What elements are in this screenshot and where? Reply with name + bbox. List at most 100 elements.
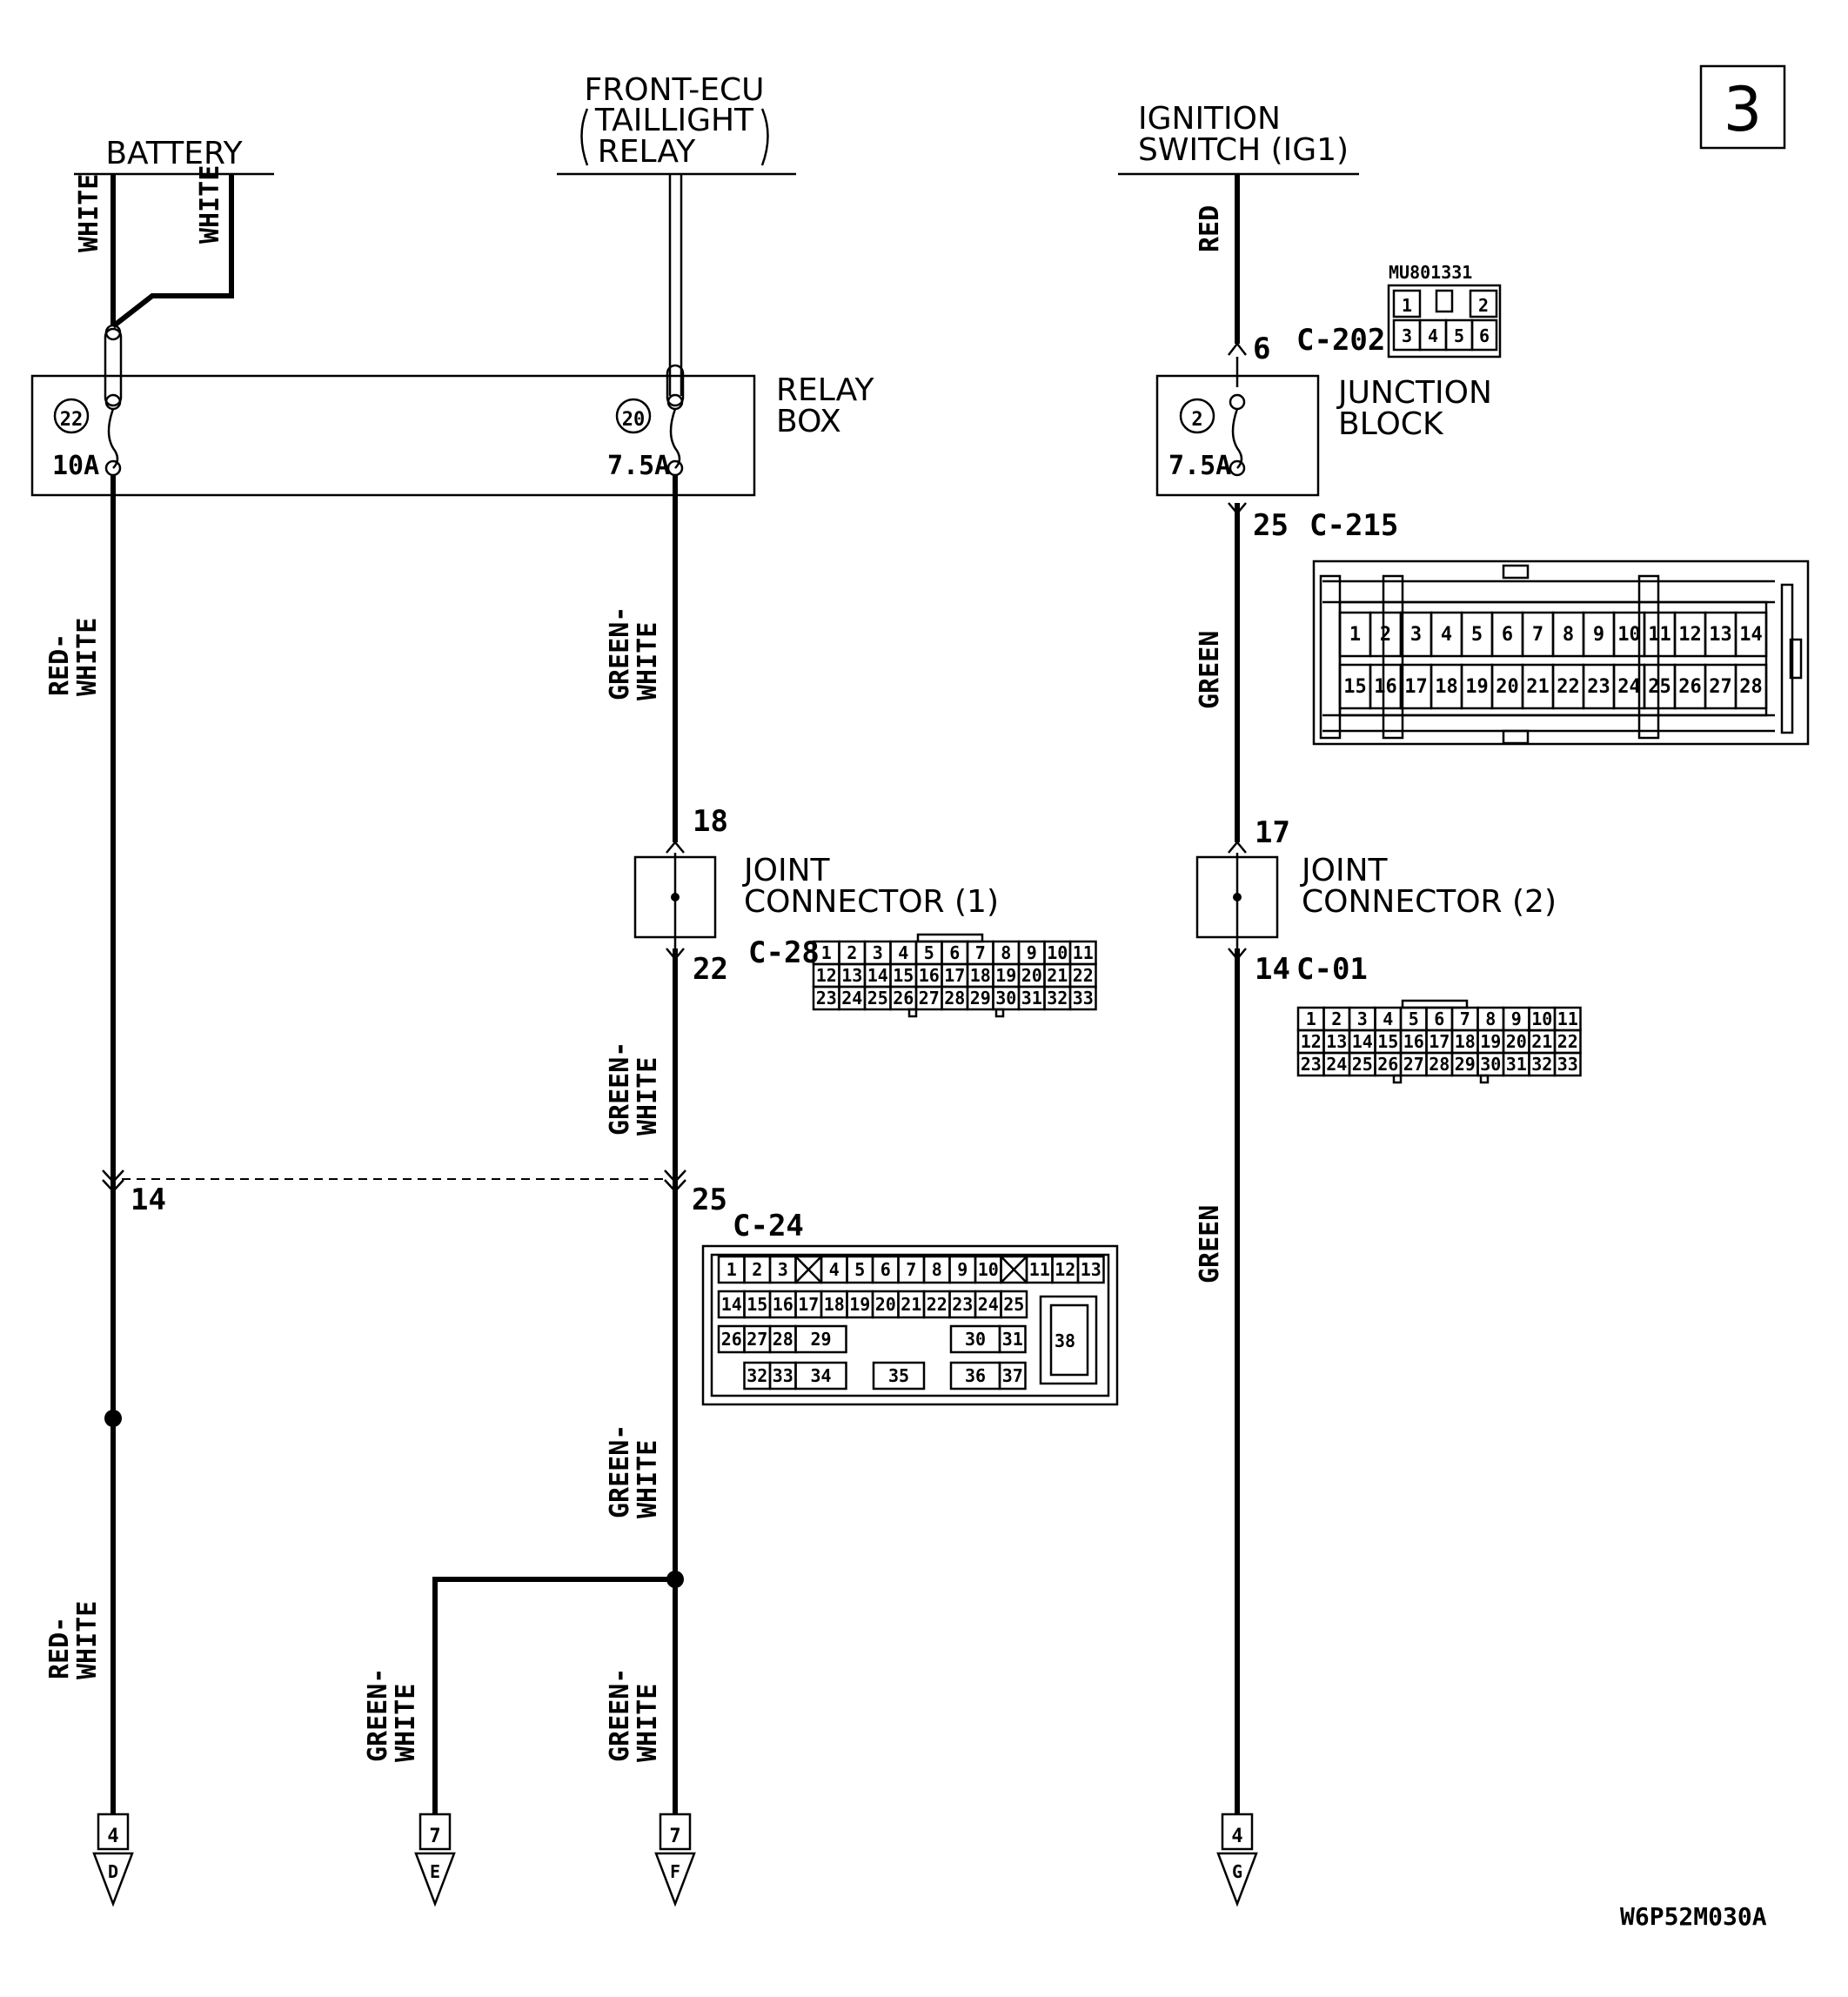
c01-pin: 1 [1306,1009,1316,1029]
c215-pin: 24 [1617,676,1641,698]
fuse-20-number: 20 [622,409,646,431]
c24-pin: 31 [1002,1329,1023,1350]
ignition-switch-source: IGNITION SWITCH (IG1) [1118,101,1359,176]
wire-label-green-white-5b: WHITE [633,1684,663,1762]
junction-in-pin: 6 [1253,332,1270,366]
c01-pin: 25 [1352,1054,1373,1075]
c202-part-number: MU801331 [1389,262,1472,283]
c215-pin: 17 [1404,676,1428,698]
terminal-page: 4 [1231,1826,1242,1847]
c01-pin: 20 [1506,1031,1527,1052]
joint-connector-1-id: C-28 [748,935,820,970]
c01-pin: 5 [1409,1009,1419,1029]
c28-pin: 10 [1047,942,1068,963]
c215-pin: 22 [1557,676,1580,698]
wire-label-white-2: WHITE [195,165,225,244]
c24-pin: 16 [773,1294,793,1315]
fuse-22-rating: 10A [52,451,99,481]
ignition-wire [1228,174,1247,356]
c24-pin: 19 [849,1294,870,1315]
c01-pin: 30 [1480,1054,1501,1075]
fuse-20: 20 7.5A [607,364,685,481]
c28-pin: 32 [1047,988,1068,1009]
c24-connector-id: C-24 [733,1209,804,1243]
c202-pin-5: 5 [1454,325,1464,346]
c215-pin: 23 [1587,676,1610,698]
c215-pin: 26 [1678,676,1702,698]
c28-pin: 17 [944,965,965,986]
c24-pin: 8 [932,1259,942,1280]
c202-pin-1: 1 [1402,295,1412,316]
c01-pin: 21 [1531,1031,1552,1052]
c215-pin: 21 [1526,676,1550,698]
wire-label-red-white-1b: WHITE [72,618,103,696]
c01-pin: 15 [1377,1031,1398,1052]
c202-pin-4: 4 [1428,325,1438,346]
c215-pin: 12 [1678,624,1702,646]
c01-pin: 18 [1455,1031,1476,1052]
c01-pin: 6 [1434,1009,1444,1029]
c28-pin: 6 [949,942,960,963]
c215-pin: 11 [1648,624,1671,646]
c28-pin: 23 [816,988,837,1009]
c24-pin-38: 38 [1055,1330,1075,1351]
c24-pin: 13 [1081,1259,1101,1280]
c01-pin: 17 [1429,1031,1450,1052]
c28-pin: 31 [1021,988,1042,1009]
c24-pin: 23 [952,1294,973,1315]
c01-pin: 23 [1301,1054,1322,1075]
c01-pin: 11 [1557,1009,1578,1029]
c28-pin: 33 [1073,988,1094,1009]
wire-label-green-white-4a: GREEN- [363,1668,393,1762]
c24-pin: 34 [810,1365,831,1386]
c202-pin-6: 6 [1479,325,1490,346]
c28-pin: 8 [1001,942,1011,963]
c24-pin: 21 [901,1294,921,1315]
c24-pin: 24 [978,1294,999,1315]
c01-pin: 29 [1455,1054,1476,1075]
c24-pin: 22 [927,1294,947,1315]
c01-pin: 16 [1403,1031,1424,1052]
c28-pin: 15 [893,965,914,986]
c215-pin: 18 [1435,676,1458,698]
c28-pin: 5 [924,942,934,963]
joint-connector-1-out-pin: 22 [693,952,728,987]
joint-connector-2-in-pin: 17 [1255,815,1290,850]
c24-pin: 6 [880,1259,891,1280]
c24-pin: 7 [906,1259,916,1280]
ignition-label-1: IGNITION [1138,101,1281,137]
c28-pin: 29 [970,988,991,1009]
c01-pin: 32 [1531,1054,1552,1075]
junction-in-connector: C-202 [1296,323,1385,358]
c28-pin: 14 [867,965,888,986]
c24-pin: 37 [1002,1365,1023,1386]
c28-pin: 22 [1073,965,1094,986]
junction-block-label-2: BLOCK [1338,406,1444,442]
c01-pin: 10 [1531,1009,1552,1029]
c215-pin: 14 [1739,624,1763,646]
c24-pin: 2 [752,1259,762,1280]
c24-pin: 28 [773,1329,793,1350]
page-number: 3 [1724,74,1763,145]
wire-label-green-white-3a: GREEN- [605,1424,635,1518]
c24-pin: 14 [721,1294,742,1315]
c01-pin: 13 [1326,1031,1347,1052]
wire-label-red-white-1a: RED- [44,633,75,696]
c28-pin: 1 [821,942,832,963]
c01-pin: 33 [1557,1054,1578,1075]
joint-connector-1-label-1: JOINT [742,853,831,888]
c24-pin: 35 [888,1365,909,1386]
wire-labels: WHITE WHITE RED RED- WHITE GREEN- WHITE … [44,165,1225,1762]
c24-pin: 27 [747,1329,767,1350]
c01-pin: 22 [1557,1031,1578,1052]
joint-connector-2-out-pin: 14 [1255,952,1290,987]
c215-pin: 1 [1349,624,1361,646]
wire-label-green-white-3b: WHITE [633,1440,663,1518]
c215-pin: 28 [1739,676,1763,698]
relay-box: RELAY BOX 22 10A 20 7.5A [30,324,874,497]
junction-fuse-rating: 7.5A [1168,451,1231,481]
c215-pin: 9 [1593,624,1604,646]
